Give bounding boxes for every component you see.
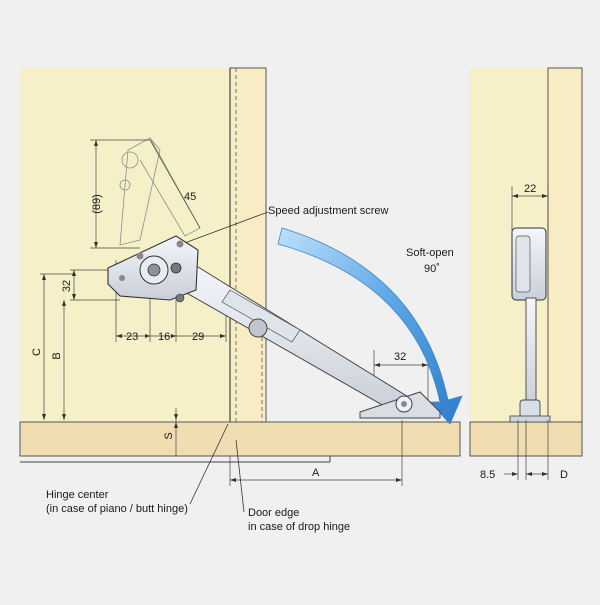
- cabinet-panel: [20, 68, 230, 422]
- angle-90-label: 90˚: [424, 263, 440, 275]
- dimension-arrowheads: [42, 140, 428, 482]
- door-edge-note: in case of drop hinge: [248, 521, 350, 533]
- text-labels: (89) 45 32 23 16 29 C B S A 32 22 8.5 D …: [31, 183, 568, 533]
- hinge-mechanism: [107, 235, 441, 419]
- dim-16-label: 16: [158, 331, 170, 343]
- dim-45-label: 45: [184, 191, 196, 203]
- dim-B-label: B: [51, 352, 63, 359]
- dim-32-horizontal-label: 32: [394, 351, 406, 363]
- cabinet-side-panel: [229, 67, 267, 423]
- hinge-center-note: (in case of piano / butt hinge): [46, 503, 188, 515]
- dim-89-label: (89): [91, 194, 103, 214]
- speed-adjustment-screw-label: Speed adjustment screw: [268, 205, 389, 217]
- dim-32-vertical-label: 32: [61, 280, 73, 292]
- dim-23-label: 23: [126, 331, 138, 343]
- dim-C-label: C: [31, 348, 43, 356]
- soft-open-label: Soft-open: [406, 247, 454, 259]
- dim-D-label: D: [560, 469, 568, 481]
- dim-22-label: 22: [524, 183, 536, 195]
- dim-A-label: A: [312, 467, 320, 479]
- door-edge-label: Door edge: [248, 507, 299, 519]
- main-view: [19, 67, 463, 513]
- door-panel: [19, 421, 461, 457]
- soft-open-arrow: [277, 227, 463, 425]
- dim-29-label: 29: [192, 331, 204, 343]
- hinge-center-label: Hinge center: [46, 489, 109, 501]
- side-view-cabinet-wall: [547, 67, 583, 423]
- dim-8-5-label: 8.5: [480, 469, 495, 481]
- side-view: [469, 67, 583, 480]
- dim-S-label: S: [163, 432, 175, 439]
